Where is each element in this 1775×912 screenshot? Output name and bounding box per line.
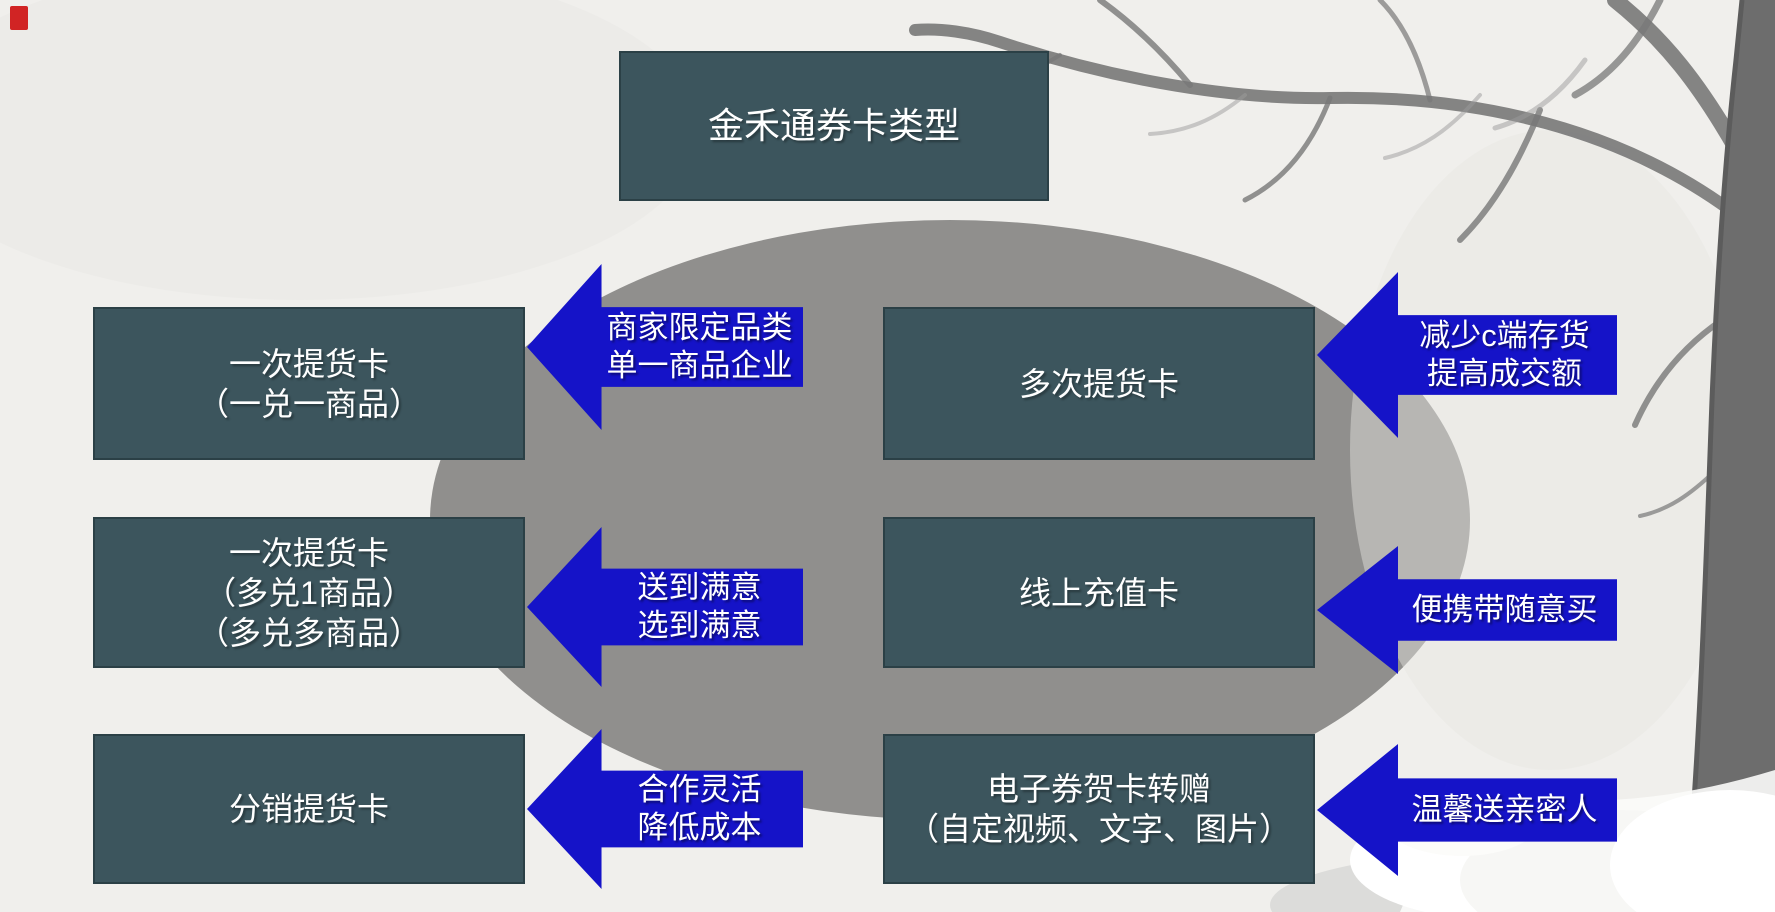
card-multi-pickup: 多次提货卡 [883,307,1315,460]
arrow-line: 提高成交额 [1427,356,1582,391]
arrow-line: 商家限定品类 [606,310,793,345]
card-distribution-pickup: 分销提货卡 [93,734,525,884]
card-single-pickup-one: 一次提货卡 （一兑一商品） [93,307,525,460]
arrow-line: 减少c端存货 [1419,318,1590,353]
arrow-label-satisfaction: 送到满意 选到满意 [527,527,803,687]
arrow-label-portable-buy: 便携带随意买 [1317,546,1617,674]
arrow-line: 温馨送亲密人 [1411,792,1598,827]
card-line: 一次提货卡 [228,345,389,382]
page-title: 金禾通券卡类型 [707,105,960,146]
tree-branches-light [1148,57,1588,160]
red-stamp-mark [10,6,28,30]
card-line: 线上充值卡 [1018,574,1179,611]
arrow-line: 单一商品企业 [606,348,793,383]
card-line: （一兑一商品） [196,385,421,422]
arrow-line: 降低成本 [637,810,762,845]
arrow-label-warm-gift: 温馨送亲密人 [1317,744,1617,876]
card-online-recharge: 线上充值卡 [883,517,1315,668]
card-line: 电子券贺卡转赠 [986,771,1211,807]
card-line: （自定视频、文字、图片） [906,811,1291,847]
arrow-label-reduce-inventory: 减少c端存货 提高成交额 [1317,272,1617,438]
card-line: 一次提货卡 [228,534,389,571]
card-line: （多兑多商品） [196,614,421,651]
card-line: 多次提货卡 [1018,365,1179,402]
card-line: （多兑1商品） [204,574,414,611]
title-box: 金禾通券卡类型 [619,51,1049,201]
card-single-pickup-multi: 一次提货卡 （多兑1商品） （多兑多商品） [93,517,525,668]
card-egift-transfer: 电子券贺卡转赠 （自定视频、文字、图片） [883,734,1315,884]
tree-trunk [1682,0,1775,912]
arrow-line: 便携带随意买 [1411,592,1598,627]
card-line: 分销提货卡 [228,791,389,827]
arrow-line: 合作灵活 [637,772,762,807]
arrow-line: 选到满意 [637,608,762,643]
arrow-line: 送到满意 [637,570,762,605]
arrow-label-flexible-cooperation: 合作灵活 降低成本 [527,729,803,889]
arrow-label-merchant-category: 商家限定品类 单一商品企业 [527,264,803,430]
